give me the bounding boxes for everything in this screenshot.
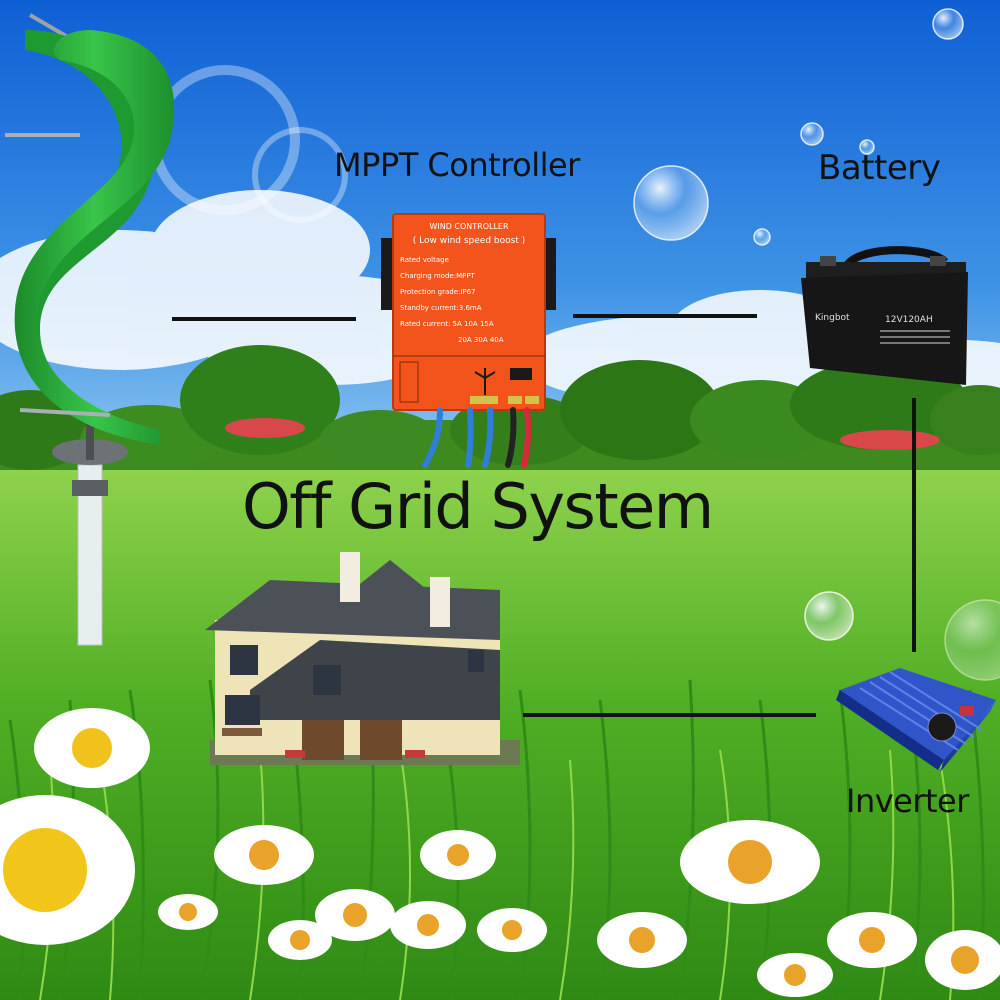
battery-brand: Kingbot bbox=[815, 313, 850, 323]
mppt-controller-device: WIND CONTROLLER ( Low wind speed boost )… bbox=[381, 213, 556, 411]
controller-line-2: Charging mode:MPPT bbox=[400, 272, 476, 280]
fan-icon bbox=[927, 712, 957, 742]
daisy bbox=[925, 930, 1000, 990]
daisy bbox=[158, 894, 218, 930]
wind-turbine bbox=[5, 13, 175, 646]
daisy bbox=[315, 889, 395, 941]
battery-model: 12V120AH bbox=[885, 315, 933, 325]
daisy bbox=[680, 820, 820, 904]
mppt-controller-label: MPPT Controller bbox=[334, 146, 580, 184]
turbine-blade-back bbox=[15, 30, 160, 440]
daisy bbox=[268, 920, 332, 960]
controller-cables bbox=[422, 407, 531, 468]
daisy bbox=[0, 795, 135, 945]
daisy bbox=[34, 708, 150, 788]
daisy bbox=[420, 830, 496, 880]
diagram-title: Off Grid System bbox=[242, 470, 714, 543]
daisy bbox=[477, 908, 547, 952]
controller-line-3: Protection grade:IP67 bbox=[400, 288, 476, 296]
daisy bbox=[827, 912, 917, 968]
daisies bbox=[0, 708, 1000, 997]
daisy bbox=[757, 953, 833, 997]
controller-line-4: Standby current:3.6mA bbox=[400, 304, 482, 312]
turbine-blade-front bbox=[14, 30, 175, 445]
inverter-device bbox=[836, 668, 996, 772]
controller-line-6: 20A 30A 40A bbox=[458, 336, 504, 344]
daisy bbox=[597, 912, 687, 968]
connector-lines bbox=[172, 314, 916, 717]
bubbles bbox=[633, 8, 1000, 681]
controller-heading: WIND CONTROLLER bbox=[429, 222, 509, 231]
daisy bbox=[214, 825, 314, 885]
house bbox=[205, 552, 520, 765]
controller-line-1: Rated voltage bbox=[400, 256, 449, 264]
daisy bbox=[390, 901, 466, 949]
controller-subheading: ( Low wind speed boost ) bbox=[413, 236, 525, 246]
battery-device: Kingbot 12V120AH bbox=[801, 246, 968, 385]
battery-label: Battery bbox=[818, 148, 941, 188]
battery-symbol-icon bbox=[510, 368, 532, 380]
controller-line-5: Rated current: 5A 10A 15A bbox=[400, 320, 494, 328]
turbine-symbol-icon bbox=[474, 368, 496, 395]
inverter-label: Inverter bbox=[846, 782, 969, 820]
